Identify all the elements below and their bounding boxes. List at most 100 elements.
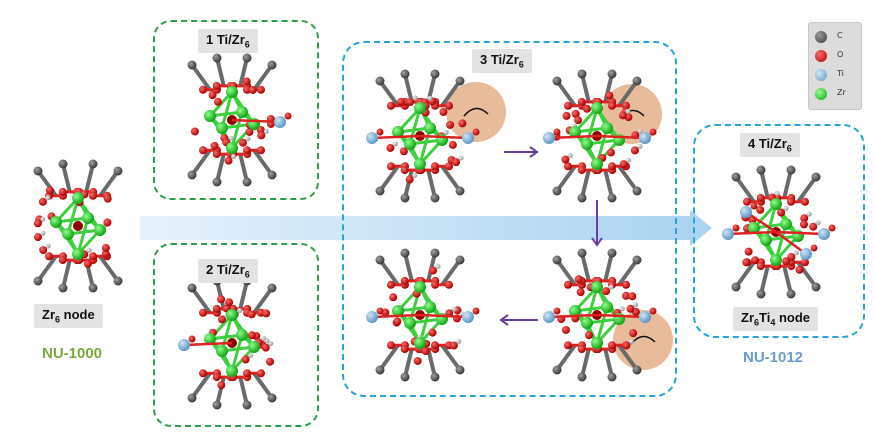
hydrogen-atom: [815, 220, 821, 226]
label-zr6-node: Zr6 node: [34, 304, 103, 328]
ti-oxygen-bond: [419, 313, 469, 319]
carbon-atom: [267, 170, 277, 180]
ti-oxygen-bond: [775, 230, 807, 256]
carbon-atom: [731, 172, 741, 182]
hydrogen-atom: [237, 307, 243, 313]
oxygen-atom: [561, 325, 570, 334]
carbon-atom: [88, 283, 98, 293]
legend-zirconium-ball: [815, 88, 827, 100]
element-legend: C O Ti Zr: [808, 22, 862, 110]
ti-oxygen-bond: [231, 118, 281, 124]
cluster-group: [187, 53, 292, 187]
hydrogen-atom: [451, 306, 457, 312]
label-4-ti: 4 Ti/Zr6: [740, 133, 800, 157]
zr-bond: [230, 111, 244, 149]
legend-label-ti: Ti: [837, 69, 844, 78]
hydrogen-atom: [608, 284, 614, 290]
oxygen-atom: [732, 224, 740, 232]
carbon-bond: [403, 348, 414, 378]
zr-bond: [774, 223, 788, 261]
hydrogen-atom: [268, 341, 274, 347]
carbon-bond: [238, 376, 249, 406]
carbon-bond: [36, 255, 58, 283]
legend-carbon-ball: [815, 31, 827, 43]
carbon-bond: [734, 175, 756, 203]
legend-label-c: C: [837, 31, 843, 40]
zr-atom: [414, 281, 426, 293]
oxygen-atom: [787, 252, 796, 261]
ti-atom: [818, 228, 830, 240]
oxygen-atom: [217, 295, 226, 304]
oxygen-atom: [33, 219, 42, 228]
oxygen-atom: [445, 162, 453, 171]
cluster-group: [543, 69, 662, 203]
zr-atom: [216, 122, 228, 134]
carbon-bond: [98, 169, 120, 197]
carbon-atom: [242, 53, 252, 63]
carbon-atom: [58, 283, 68, 293]
ti-atom: [740, 206, 752, 218]
carbon-atom: [375, 255, 385, 265]
carbon-atom: [552, 255, 562, 265]
oxygen-atom: [649, 128, 657, 136]
legend-item-ti: Ti: [815, 67, 859, 83]
oxygen-atom: [257, 85, 265, 94]
ti-atom: [639, 311, 651, 323]
hydrogen-atom: [412, 172, 418, 178]
carbon-atom: [632, 255, 642, 265]
carbon-bond: [238, 280, 249, 310]
hydrogen-atom: [774, 191, 780, 197]
oxygen-atom: [606, 148, 615, 157]
carbon-atom: [400, 193, 410, 203]
carbon-bond: [252, 149, 274, 177]
zr-atom: [770, 254, 782, 266]
oxygen-atom: [751, 256, 760, 265]
carbon-atom: [811, 172, 821, 182]
zr-bond: [220, 314, 234, 352]
carbon-bond: [238, 153, 249, 183]
hydrogen-atom: [806, 211, 812, 217]
carbon-bond: [440, 258, 462, 286]
carbon-bond: [378, 79, 400, 107]
oxygen-atom: [809, 222, 818, 231]
oxygen-atom: [257, 131, 266, 140]
zr-atom: [591, 102, 603, 114]
hydrogen-atom: [245, 136, 251, 142]
carbon-atom: [187, 283, 197, 293]
zr-atom: [601, 301, 613, 313]
oxygen-atom: [561, 155, 570, 164]
oxygen-atom: [626, 304, 635, 313]
hydrogen-atom: [619, 306, 625, 312]
ti-atom: [800, 248, 812, 260]
oxygen-atom: [101, 243, 110, 252]
oxygen-atom: [261, 343, 270, 352]
hydrogen-atom: [456, 339, 462, 345]
oxygen-atom: [446, 120, 455, 129]
oxygen-atom: [190, 127, 199, 136]
oxygen-atom: [73, 221, 83, 231]
oxygen-atom: [445, 101, 453, 110]
zr-atom: [404, 138, 416, 150]
carbon-atom: [577, 193, 587, 203]
hydrogen-atom: [86, 247, 92, 253]
zr-bond: [76, 217, 90, 255]
oxygen-atom: [257, 369, 265, 378]
ti-oxygen-bond: [371, 134, 421, 140]
ti-atom: [722, 228, 734, 240]
cluster-group: [543, 248, 673, 382]
oxygen-atom: [238, 138, 247, 147]
zr-atom: [591, 281, 603, 293]
label-1-ti: 1 Ti/Zr6: [198, 29, 258, 53]
oxygen-atom: [449, 341, 458, 350]
oxygen-atom: [472, 307, 480, 315]
carbon-bond: [252, 372, 274, 400]
oxygen-atom: [756, 193, 765, 202]
oxygen-atom: [576, 288, 585, 297]
zr-bond: [585, 107, 599, 145]
carbon-atom: [267, 393, 277, 403]
carbon-atom: [187, 170, 197, 180]
oxygen-atom: [619, 160, 628, 169]
carbon-bond: [580, 252, 591, 282]
